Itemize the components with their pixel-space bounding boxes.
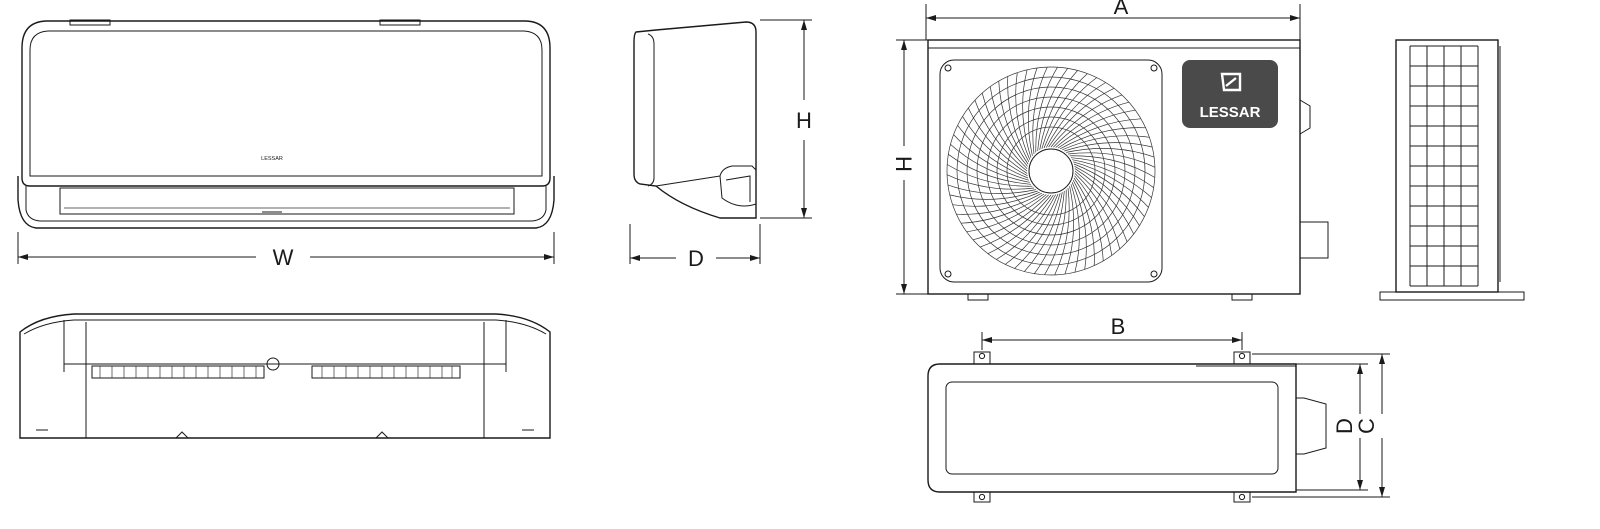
indoor-front-brand: LESSAR — [261, 156, 283, 162]
indoor-unit-side-view — [633, 21, 757, 219]
outdoor-width-dimension: A — [925, 0, 1301, 40]
outdoor-unit-top-view — [927, 351, 1327, 503]
outdoor-width-label: A — [1114, 0, 1129, 19]
width-dimension: W — [17, 232, 555, 270]
outdoor-height-label: H — [891, 156, 916, 172]
outdoor-mount-spacing-dimension: B — [981, 314, 1243, 350]
fan-grille — [946, 66, 1156, 276]
width-label: W — [273, 245, 294, 270]
outdoor-unit-front-view: LESSAR — [927, 39, 1329, 301]
indoor-height-dimension: H — [760, 19, 812, 219]
outdoor-overall-depth-label: C — [1354, 418, 1379, 434]
indoor-depth-label: D — [688, 246, 704, 271]
outdoor-mount-spacing-label: B — [1111, 314, 1126, 339]
outdoor-height-dimension: H — [891, 39, 928, 295]
indoor-height-label: H — [796, 108, 812, 133]
indoor-depth-dimension: D — [629, 224, 761, 271]
outdoor-badge-brand: LESSAR — [1200, 104, 1261, 121]
condenser-coil-grid — [1409, 45, 1479, 287]
outdoor-depth-label: D — [1332, 418, 1357, 434]
outdoor-unit-side-view — [1379, 39, 1525, 301]
indoor-unit-bottom-view — [19, 313, 551, 439]
indoor-unit-front-view: LESSAR — [17, 19, 555, 229]
outdoor-depth-dimensions: D C — [1252, 353, 1390, 498]
